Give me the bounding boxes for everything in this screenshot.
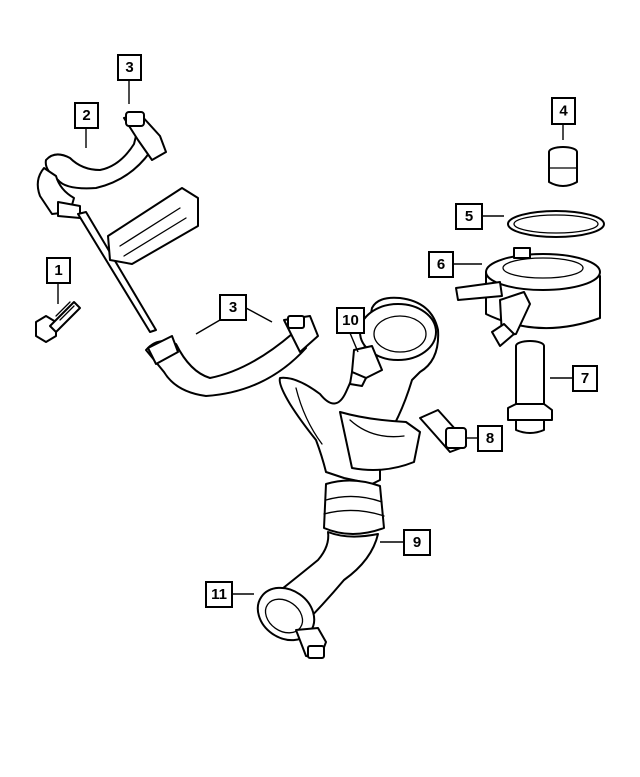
callout-label: 10 [342, 312, 359, 329]
callout-5: 5 [455, 203, 483, 230]
elbow-fitting-part [419, 409, 467, 453]
callout-10: 10 [336, 307, 365, 334]
fitting-part [548, 146, 578, 187]
callout-label: 5 [465, 208, 473, 225]
leader-line-3b [195, 319, 221, 335]
hose-end-clamp-part [256, 586, 327, 659]
callout-label: 11 [211, 586, 227, 603]
callout-label: 1 [54, 262, 62, 279]
callout-label: 9 [413, 534, 421, 551]
filter-housing-part [455, 247, 601, 347]
callout-8: 8 [477, 425, 503, 452]
bolt-part [35, 301, 81, 343]
lower-hose-part [145, 315, 319, 397]
callout-2: 2 [74, 102, 99, 129]
callout-label: 8 [486, 430, 494, 447]
callout-3b: 3 [219, 294, 247, 321]
leader-line-3b-right [245, 307, 273, 323]
seal-ring-part [507, 210, 605, 238]
callout-label: 3 [229, 299, 237, 316]
callout-6: 6 [428, 251, 454, 278]
callout-9: 9 [403, 529, 431, 556]
callout-label: 7 [581, 370, 589, 387]
callout-label: 4 [559, 103, 568, 120]
callout-4: 4 [551, 97, 576, 125]
clamp-part [349, 345, 383, 387]
callout-3a: 3 [117, 54, 142, 81]
leader-line-10 [349, 332, 359, 353]
callout-11: 11 [205, 581, 233, 608]
callout-label: 3 [125, 59, 133, 76]
callout-label: 6 [437, 256, 445, 273]
callout-7: 7 [572, 365, 598, 392]
callout-1: 1 [46, 257, 71, 284]
sensor-part [507, 340, 553, 434]
upper-tube-part [36, 111, 199, 333]
intake-hose-part [267, 296, 440, 629]
callout-label: 2 [82, 107, 90, 124]
